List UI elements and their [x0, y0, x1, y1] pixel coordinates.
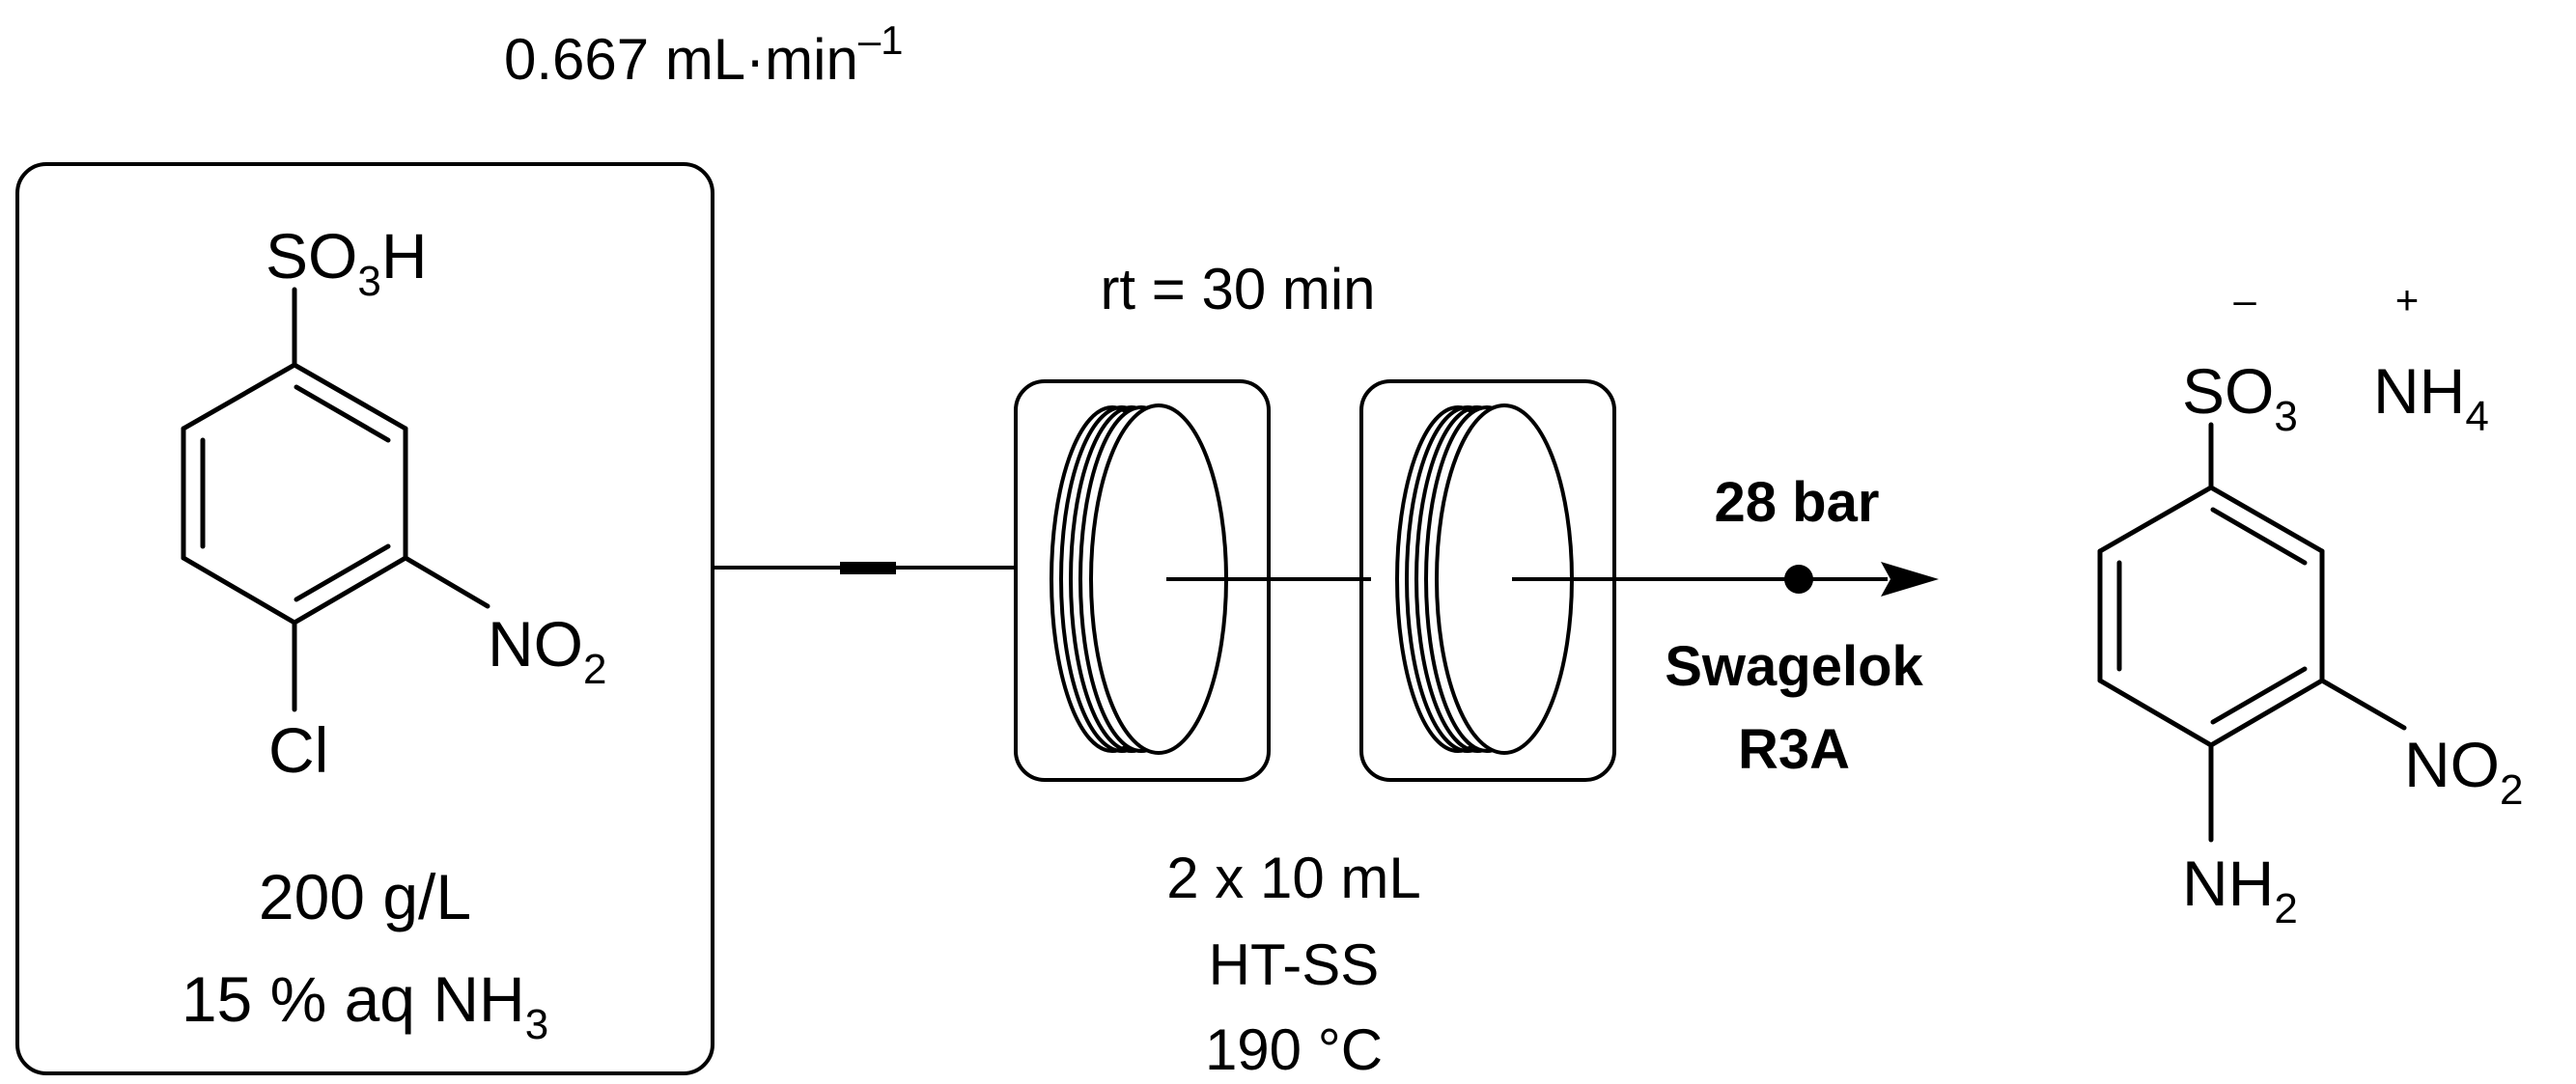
reactant-concentration: 200 g/L — [259, 861, 471, 932]
product-ammonium-label: NH4 — [2373, 355, 2489, 440]
product-amino-label: NH2 — [2182, 848, 2298, 932]
arrow-head — [1881, 562, 1939, 597]
reactant-structure — [181, 287, 490, 712]
product-sulfonate-label: SO3 — [2182, 355, 2298, 440]
product-ammonium-charge: + — [2395, 277, 2420, 322]
product-sulfonate-charge: – — [2233, 277, 2256, 322]
reactor-material: HT-SS — [1209, 932, 1380, 997]
product-nitro-label: NO2 — [2404, 729, 2523, 814]
pump-marker — [840, 562, 896, 574]
reactor-temperature: 190 °C — [1205, 1017, 1383, 1082]
reactant-nitro-label: NO2 — [488, 608, 606, 693]
product-structure — [2097, 422, 2407, 843]
reactant-chloro-label: Cl — [268, 714, 328, 786]
outlet-line — [1512, 562, 1939, 597]
feed-tubing — [713, 562, 1016, 574]
reactant-sulfonic-acid-label: SO3H — [266, 220, 428, 305]
pressure-label: 28 bar — [1715, 471, 1880, 534]
regulator-label-line2: R3A — [1738, 718, 1850, 781]
back-pressure-regulator-dot — [1784, 565, 1813, 594]
reactor-volume: 2 x 10 mL — [1166, 846, 1420, 910]
reactant-solvent: 15 % aq NH3 — [182, 963, 548, 1048]
residence-time-label: rt = 30 min — [1100, 257, 1375, 321]
regulator-label-line1: Swagelok — [1665, 635, 1923, 698]
flow-rate-label: 0.667 mL·min–1 — [504, 17, 904, 92]
reactant-box — [15, 162, 714, 1075]
